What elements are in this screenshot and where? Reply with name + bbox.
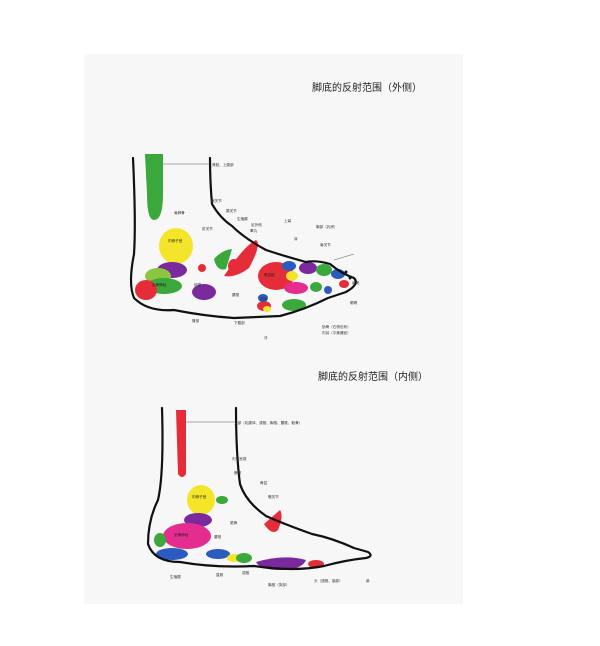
inner-label-hip: 髋关节 (268, 494, 279, 499)
outer-zone-red-toe (339, 280, 349, 288)
inner-label-pelvis: 骨盆 (260, 480, 268, 485)
outer-label-testis: 睾丸 (250, 228, 258, 233)
inner-zone-green (216, 496, 228, 504)
inner-zone-blue-heel (156, 548, 188, 560)
inner-foot-outline (146, 406, 372, 571)
outer-title: 脚底的反射范围（外侧） (312, 81, 422, 94)
outer-label-shoulder2: 肩关节 (320, 242, 331, 247)
outer-label-sole-side: 足外侧 (251, 222, 262, 227)
outer-zone-green-leg (145, 154, 163, 220)
inner-label-rectum: 直肠 (216, 572, 224, 577)
document-page: 脚底的反射范围（外侧） 内侧子宫 坐骨神经 骨盆腔 (84, 54, 463, 604)
outer-zone-red-long (224, 240, 258, 277)
inner-zone-yellow (187, 485, 215, 515)
inner-zone-blue-mid (206, 549, 230, 559)
inner-label-inner-neck: 头（颈椎、脑部） (314, 578, 343, 583)
outer-label-abdomen: 下腹部 (234, 320, 245, 325)
inner-zone-pink (163, 523, 211, 549)
outer-zone-yellow-2 (286, 271, 298, 281)
outer-label-gonad: 生殖腺 (237, 216, 248, 221)
outer-zone-purple-2 (192, 284, 216, 300)
inner-label-nose: 鼻 (366, 578, 370, 583)
outer-label-tooth: 牙 (264, 336, 268, 340)
outer-zone-yellow-3 (263, 306, 271, 312)
inner-zone-green-heel (154, 533, 166, 547)
outer-label-ear: 耳 (294, 236, 298, 241)
inner-label-coccyx: 尾骨 (230, 520, 238, 525)
inner-foot-diagram: 脚底的反射范围（内侧） 内侧子宫 坐骨神经 头部（乳腺体、颈椎、胸椎、腰椎、骶骨… (146, 370, 428, 587)
inner-zone-red-leg (176, 410, 186, 477)
outer-label-elbow: 肘关节 (202, 226, 213, 231)
inner-inline-a: 内侧子宫 (192, 494, 207, 499)
outer-inline-a: 内侧子宫 (168, 238, 183, 243)
outer-zone-green-3 (282, 299, 306, 311)
outer-zone-green-mid (214, 249, 232, 270)
outer-label-knee: 膝关节 (226, 208, 237, 213)
outer-zone-red-heel (135, 280, 157, 300)
outer-zone-blue-3 (258, 294, 268, 302)
outer-zone-yellow (159, 228, 193, 264)
outer-label-upper-arm: 上臂 (284, 218, 292, 223)
outer-toe-dot (344, 270, 348, 274)
reflexology-diagrams: 脚底的反射范围（外侧） 内侧子宫 坐骨神经 骨盆腔 (129, 81, 428, 587)
outer-zone-red-dot (198, 264, 206, 272)
inner-inline-b: 坐骨神经 (174, 532, 189, 537)
outer-label-neck: 颈部 (260, 296, 268, 301)
inner-label-lumbar: 腰椎 (214, 534, 222, 539)
outer-zone-purple-toe (299, 262, 317, 274)
outer-foot-outline (129, 156, 357, 320)
outer-zone-blue-1 (282, 261, 296, 271)
inner-title: 脚底的反射范围（内侧） (318, 370, 428, 383)
outer-label-hip2: 臀部 (192, 318, 200, 323)
outer-toe-dot-2 (348, 276, 352, 280)
outer-label-shoulder: 肩胛骨 (174, 210, 185, 215)
outer-label-hip: 髋关节 (211, 198, 222, 203)
outer-zone-pink (284, 282, 308, 294)
outer-label-lumbar: 肾脏、上腹部 (212, 162, 234, 167)
outer-inline-b: 坐骨神经 (152, 282, 167, 287)
inner-label-cervical: 颈椎 (242, 570, 250, 575)
inner-zone-green-mid (236, 553, 252, 563)
outer-inline-c: 骨盆腔 (264, 272, 275, 277)
inner-label-uterus: 内子宫颈 (232, 456, 247, 461)
outer-label-sinus: 鼻窦 (352, 280, 360, 285)
outer-label-chest: 胸部（乳房） (316, 224, 338, 229)
outer-foot-diagram: 脚底的反射范围（外侧） 内侧子宫 坐骨神经 骨盆腔 (129, 81, 422, 340)
inner-label-bladder: 膀胱 (234, 470, 242, 475)
outer-label-ovary: 卵巢 (194, 282, 202, 287)
outer-label-spine: 腰椎 (232, 292, 240, 297)
inner-label-spine-head: 头部（乳腺体、颈椎、胸椎、腰椎、骶骨） (234, 420, 302, 425)
inner-zone-red-top (264, 510, 282, 532)
outer-label-ribs: 肋骨（右侧也有） (322, 324, 351, 329)
inner-label-thoracic: 胸椎（背部） (268, 582, 290, 587)
outer-label-eye: 眼睛 (350, 300, 358, 305)
inner-label-gonad: 生殖腺 (170, 574, 181, 579)
outer-zone-green-toe (316, 264, 332, 276)
outer-leader-2 (333, 253, 355, 261)
outer-zone-green-2 (310, 282, 322, 292)
outer-zone-blue-2 (324, 286, 332, 294)
outer-label-inner-ear: 内耳（平衡器官） (322, 330, 351, 335)
